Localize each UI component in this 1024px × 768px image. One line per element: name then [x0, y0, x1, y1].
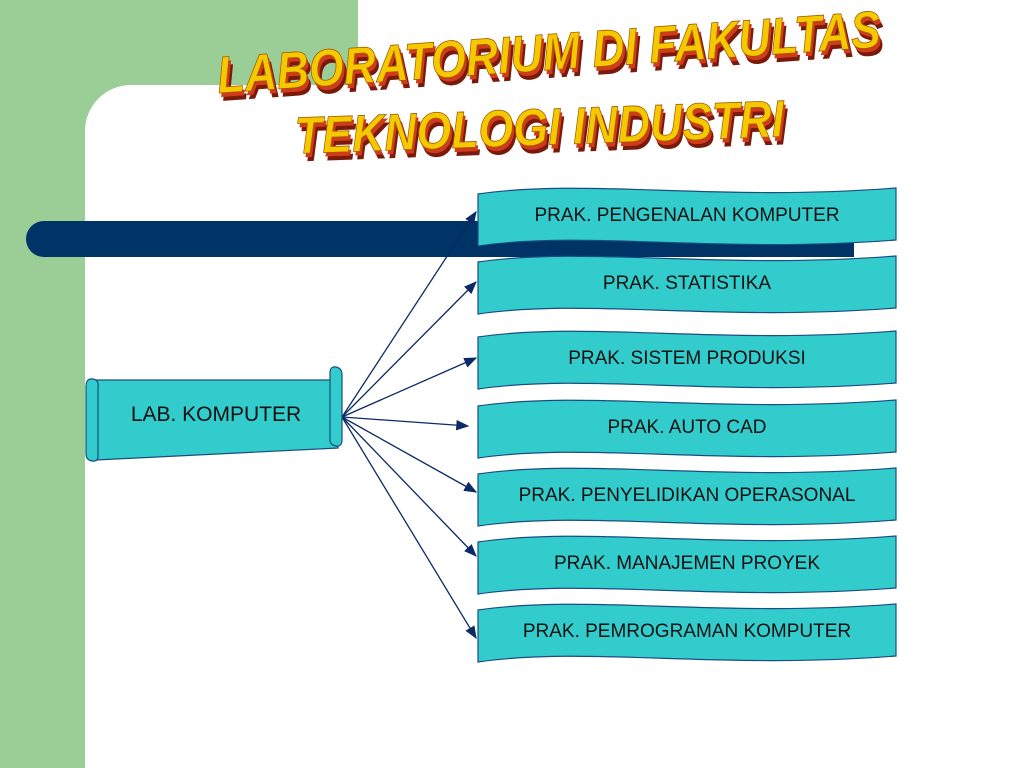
connector-arrow: [341, 210, 477, 418]
child-node-label: PRAK. PENYELIDIKAN OPERASONAL: [519, 485, 856, 506]
child-node-manajemen-proyek: PRAK. MANAJEMEN PROYEK: [477, 535, 897, 595]
child-node-label: PRAK. MANAJEMEN PROYEK: [554, 553, 820, 574]
child-node-pengenalan-komputer: PRAK. PENGENALAN KOMPUTER: [477, 187, 897, 247]
connector-arrow: [341, 416, 477, 557]
child-node-pemrograman-komputer: PRAK. PEMROGRAMAN KOMPUTER: [477, 603, 897, 663]
connector-arrow: [341, 416, 478, 493]
top-background: [358, 0, 1024, 90]
connector-arrow: [341, 416, 477, 640]
child-node-penyelidikan-operasonal: PRAK. PENYELIDIKAN OPERASONAL: [477, 467, 897, 527]
child-node-label: PRAK. PENGENALAN KOMPUTER: [534, 205, 839, 226]
connector-arrows: [341, 210, 478, 640]
root-node-label: LAB. KOMPUTER: [131, 403, 301, 426]
slide-title: LABORATORIUM DI FAKULTAS LABORATORIUM DI…: [200, 0, 900, 173]
child-node-label: PRAK. SISTEM PRODUKSI: [568, 348, 806, 369]
child-node-sistem-produksi: PRAK. SISTEM PRODUKSI: [477, 330, 897, 390]
connector-arrow: [341, 357, 478, 418]
child-node-label: PRAK. AUTO CAD: [607, 417, 766, 438]
child-node-label: PRAK. STATISTIKA: [603, 273, 772, 294]
root-node: LAB. KOMPUTER: [85, 366, 343, 462]
child-node-label: PRAK. PEMROGRAMAN KOMPUTER: [523, 621, 851, 642]
connector-arrow: [341, 416, 470, 431]
child-node-statistika: PRAK. STATISTIKA: [477, 255, 897, 315]
connector-arrow: [341, 281, 477, 418]
child-node-auto-cad: PRAK. AUTO CAD: [477, 399, 897, 459]
